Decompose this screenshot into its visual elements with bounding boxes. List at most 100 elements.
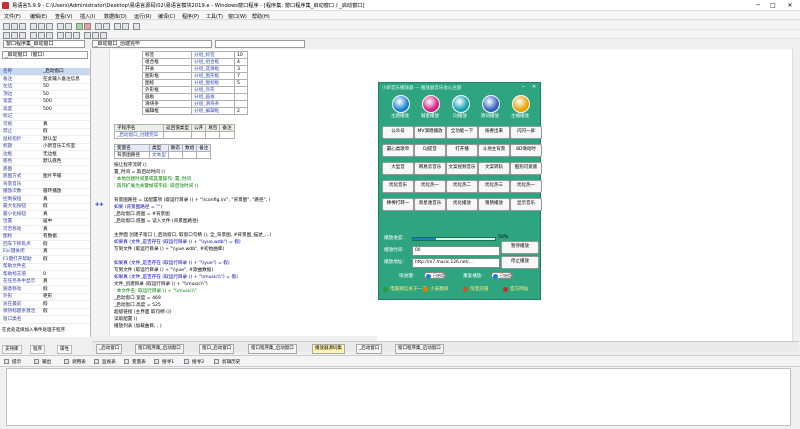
table-cell[interactable]: 标签 <box>142 51 192 59</box>
property-row[interactable]: 底色默认底色 <box>0 158 90 166</box>
player-button[interactable]: 优化热一 <box>510 180 542 193</box>
player-button[interactable]: 大型音 <box>382 162 414 175</box>
expand-marker[interactable]: ✚✚ <box>95 202 104 208</box>
player-button[interactable]: DJ提音 <box>414 144 446 157</box>
menu-help[interactable]: 帮助(H) <box>252 13 270 20</box>
player-button[interactable]: 显示音乐 <box>510 198 542 211</box>
code-line[interactable]: 主界面 创建子窗口 (_启动窗口, 取窗口句柄 (), 全_背景图, #背景图_… <box>114 233 272 238</box>
debug-icon[interactable] <box>103 23 110 30</box>
event-hint[interactable]: 在此处选择加入事件处理子程序 <box>2 328 65 333</box>
editor-horizontal-scrollbar[interactable] <box>92 336 377 341</box>
player-button[interactable]: 按要出来 <box>478 126 510 139</box>
property-row[interactable]: 随意移动假 <box>0 286 90 294</box>
sub-name[interactable]: _启动窗口_创建完毕 <box>114 131 164 139</box>
table-cell[interactable]: 分组_外形 <box>191 86 235 94</box>
property-row[interactable]: 总在最前假 <box>0 301 90 309</box>
property-row[interactable]: 最小化按钮真 <box>0 211 90 219</box>
table-cell[interactable]: 4 <box>234 58 248 66</box>
table-cell[interactable]: 分组_选择框 <box>191 65 235 73</box>
bottom-tab[interactable]: 剪辑历史 <box>222 360 241 365</box>
property-value[interactable]: 有数据 <box>43 234 57 239</box>
code-line[interactable]: _启动窗口.宽度 = 469 <box>114 296 161 301</box>
player-button[interactable]: 优化热二 <box>446 180 478 193</box>
table-cell[interactable]: 3 <box>234 65 248 73</box>
property-row[interactable]: 背景音乐 <box>0 181 90 189</box>
editor-tab[interactable]: _启动窗口 <box>356 344 383 354</box>
send-back-icon[interactable] <box>100 32 107 39</box>
property-row[interactable]: 外形矩形 <box>0 293 90 301</box>
property-value[interactable]: 假 <box>43 241 48 247</box>
menu-file[interactable]: 文件(F) <box>4 13 21 20</box>
property-row[interactable]: 边框无边框 <box>0 151 90 159</box>
footer-link[interactable]: 电脑微信关于一下 <box>390 287 427 292</box>
table-cell[interactable]: 图形框 <box>142 72 192 80</box>
fast-forward-toggle[interactable]: 已启用 <box>424 272 446 279</box>
code-line[interactable]: ' 本文件名: 取运行目录 () + "\\music\\" <box>114 289 197 294</box>
property-value[interactable]: 真 <box>43 196 48 202</box>
property-value[interactable]: 真 <box>43 211 48 217</box>
mode-icon[interactable] <box>512 95 530 113</box>
assembly-select[interactable]: 窗口程序集_启动窗口 <box>3 40 85 48</box>
player-button[interactable]: 棒棒打转一 <box>382 198 414 211</box>
player-button[interactable]: MV演唱播放 <box>414 126 446 139</box>
property-value[interactable]: 矩形 <box>43 294 53 299</box>
player-button[interactable]: 打开播 <box>446 144 478 157</box>
mode-icon[interactable] <box>452 95 470 113</box>
property-value[interactable]: 默认底色 <box>43 159 62 164</box>
subroutine-select[interactable]: _启动窗口_创建完毕 <box>92 40 212 48</box>
menu-compile[interactable]: 编译(C) <box>158 13 176 20</box>
new-icon[interactable] <box>3 23 10 30</box>
property-row[interactable]: 可否移动真 <box>0 226 90 234</box>
code-line[interactable]: 如果 (背景图路径 = "") <box>114 205 163 210</box>
menu-run[interactable]: 运行(R) <box>134 13 152 20</box>
table-cell[interactable]: 2 <box>234 107 248 115</box>
replace-icon[interactable] <box>122 23 129 30</box>
property-value[interactable]: 50 <box>43 84 49 89</box>
find-icon[interactable] <box>114 23 121 30</box>
table-cell[interactable]: 画板 <box>142 93 192 101</box>
property-row[interactable]: 最大化按钮假 <box>0 203 90 211</box>
property-value[interactable]: 在此输入备注信息 <box>43 76 80 82</box>
property-value[interactable]: 假 <box>43 204 48 209</box>
progress-track[interactable] <box>412 237 496 241</box>
property-value[interactable]: 居中 <box>43 219 53 224</box>
same-width-icon[interactable] <box>57 32 64 39</box>
run-icon[interactable] <box>76 23 83 30</box>
property-value[interactable]: 无边框 <box>43 151 57 157</box>
editor-tab[interactable]: 窗口程序集_启动窗口 <box>395 344 444 354</box>
property-value[interactable]: 假 <box>43 256 48 262</box>
mode-icon[interactable] <box>482 95 500 113</box>
editor-tab[interactable]: _启动窗口 <box>96 344 123 354</box>
table-cell[interactable]: 分组_画板 <box>191 93 235 101</box>
property-value[interactable]: 图片平铺 <box>43 174 62 179</box>
bottom-tab[interactable]: 搜寻2 <box>192 360 205 365</box>
editor-vertical-scrollbar[interactable] <box>792 49 799 341</box>
player-button[interactable]: 文案转轨 <box>478 162 510 175</box>
compile-icon[interactable] <box>95 23 102 30</box>
table-cell[interactable]: 开关 <box>142 65 192 73</box>
align-top-icon[interactable] <box>30 32 37 39</box>
var-type[interactable]: 文本型 <box>149 151 169 159</box>
menu-program[interactable]: 程序(P) <box>182 13 199 20</box>
property-row[interactable]: 底图 <box>0 166 90 174</box>
help-icon[interactable] <box>133 23 140 30</box>
url-field[interactable]: http://m7.music.126.net/... <box>412 258 500 268</box>
property-row[interactable]: 备注在此输入备注信息 <box>0 76 90 84</box>
stop-icon[interactable] <box>84 23 91 30</box>
event-select[interactable] <box>215 40 305 48</box>
property-value[interactable]: 50 <box>43 91 49 97</box>
property-value[interactable]: 500 <box>43 99 52 104</box>
tab-properties[interactable]: 属性 <box>57 345 72 354</box>
property-value[interactable]: 循环播放 <box>43 189 62 194</box>
player-minimize-icon[interactable]: ─ <box>522 84 526 90</box>
property-row[interactable]: 在任务条中显示真 <box>0 278 90 286</box>
code-line[interactable]: 如果真 (文件_是否存在 (取运行目录 () + "\\music\\") = … <box>114 275 238 280</box>
property-row[interactable]: 图标有数据 <box>0 233 90 241</box>
property-value[interactable]: 默认型 <box>43 136 57 142</box>
table-cell[interactable]: 图标 <box>142 79 192 87</box>
table-cell[interactable]: 组合框 <box>142 58 192 66</box>
align-center-icon[interactable] <box>11 32 18 39</box>
copy-icon[interactable] <box>38 23 45 30</box>
align-bottom-icon[interactable] <box>46 32 53 39</box>
